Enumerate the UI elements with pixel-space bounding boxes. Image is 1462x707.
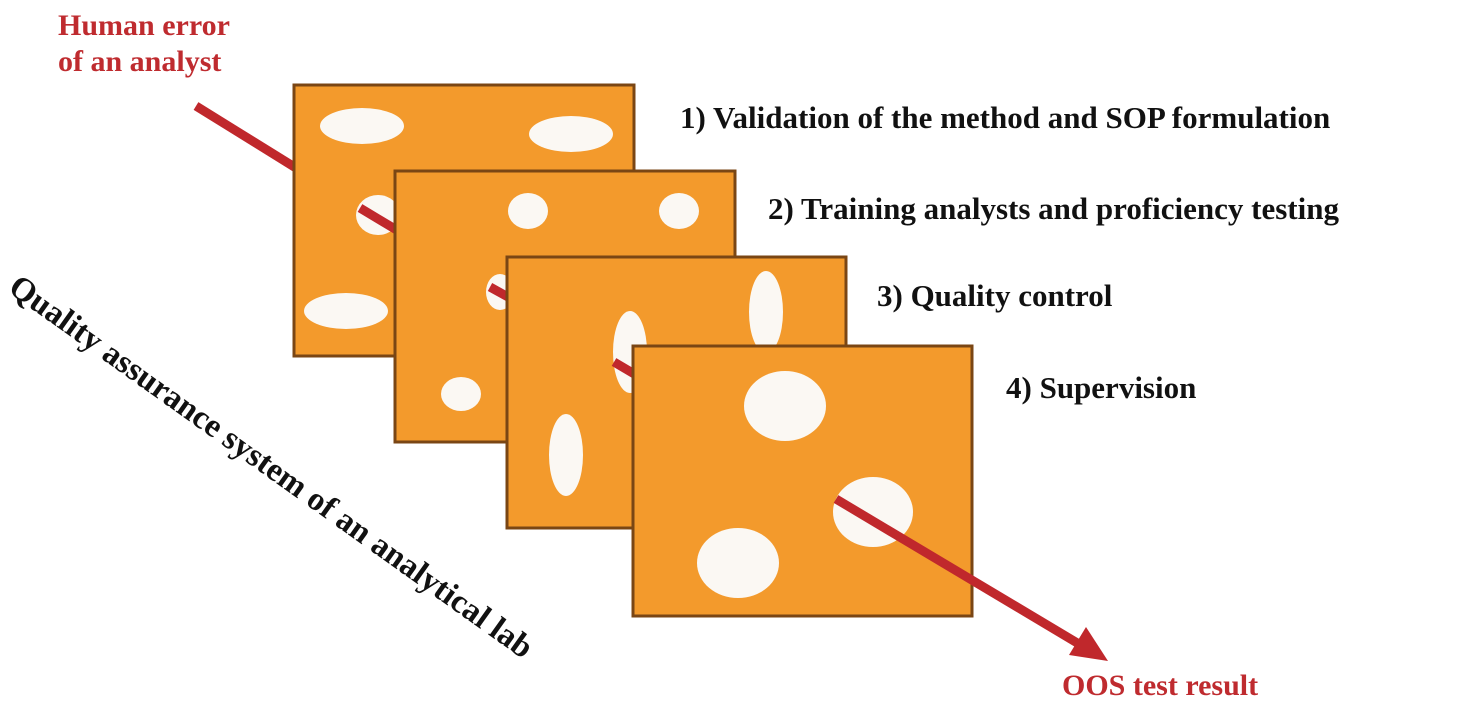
- error-source-line1: Human error: [58, 9, 230, 42]
- error-source-line2: of an analyst: [58, 45, 222, 78]
- layer-label-4: 4) Supervision: [1006, 370, 1197, 405]
- error-arrow-segment-0: [193, 102, 299, 172]
- error-arrow-head: [1069, 627, 1108, 661]
- layer-label-2: 2) Training analysts and proficiency tes…: [768, 191, 1339, 226]
- slice-2-hole: [441, 377, 481, 411]
- error-arrow-segment-1: [357, 204, 403, 236]
- slice-2-hole: [659, 193, 699, 229]
- slice-4-hole: [697, 528, 779, 598]
- error-arrow-segment-4: [833, 495, 1087, 651]
- slice-2-hole: [508, 193, 548, 229]
- layer-label-3: 3) Quality control: [877, 278, 1113, 313]
- slice-1-hole: [304, 293, 388, 329]
- slice-1-hole: [320, 108, 404, 144]
- layer-label-1: 1) Validation of the method and SOP form…: [680, 100, 1331, 135]
- slice-3-hole: [549, 414, 583, 496]
- slice-4-hole: [744, 371, 826, 441]
- slice-1-hole: [529, 116, 613, 152]
- outcome-label: OOS test result: [1062, 669, 1259, 702]
- slice-4: [631, 344, 1108, 661]
- slice-3-hole: [749, 271, 783, 353]
- error-source-label: Human error of an analyst: [58, 8, 230, 80]
